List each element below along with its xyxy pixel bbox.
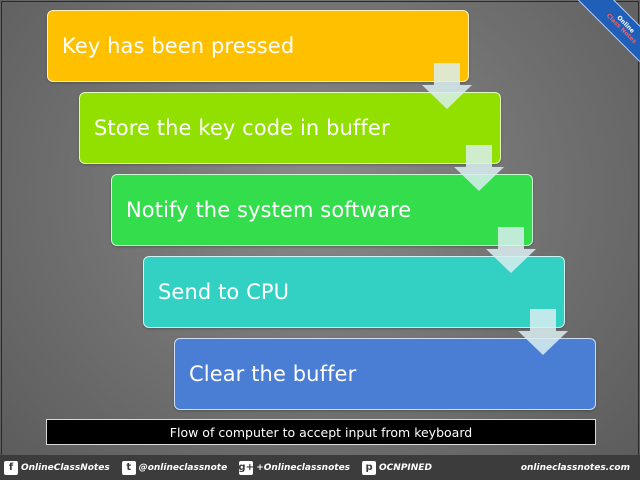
step-send-to-cpu: Send to CPU bbox=[143, 256, 565, 328]
down-arrow-icon bbox=[454, 145, 504, 191]
down-arrow-icon bbox=[486, 227, 536, 273]
step-label: Notify the system software bbox=[126, 198, 412, 222]
site-link[interactable]: onlineclassnotes.com bbox=[521, 455, 630, 480]
step-key-pressed: Key has been pressed bbox=[47, 10, 469, 82]
social-pinterest[interactable]: p OCNPINED bbox=[362, 460, 432, 475]
caption-text: Flow of computer to accept input from ke… bbox=[169, 424, 473, 440]
step-clear-buffer: Clear the buffer bbox=[174, 338, 596, 410]
social-label: @onlineclassnote bbox=[138, 462, 228, 473]
social-label: OnlineClassNotes bbox=[21, 462, 110, 473]
diagram-caption: Flow of computer to accept input from ke… bbox=[46, 419, 596, 445]
twitter-icon: t bbox=[121, 460, 136, 475]
step-label: Store the key code in buffer bbox=[94, 116, 390, 140]
down-arrow-icon bbox=[422, 63, 472, 109]
step-label: Key has been pressed bbox=[62, 34, 295, 58]
facebook-icon: f bbox=[4, 460, 18, 475]
social-facebook[interactable]: f OnlineClassNotes bbox=[4, 460, 110, 475]
social-google-plus[interactable]: g+ +Onlineclassnotes bbox=[238, 460, 351, 475]
step-notify-system: Notify the system software bbox=[111, 174, 533, 246]
pinterest-icon: p bbox=[362, 460, 377, 475]
corner-badge: Online Class Notes bbox=[574, 0, 640, 66]
social-twitter[interactable]: t @onlineclassnote bbox=[121, 460, 228, 475]
step-label: Send to CPU bbox=[158, 280, 290, 304]
site-url: onlineclassnotes.com bbox=[520, 462, 630, 473]
footer-bar: f OnlineClassNotes t @onlineclassnote g+… bbox=[0, 455, 640, 480]
step-store-key-code: Store the key code in buffer bbox=[79, 92, 501, 164]
social-label: OCNPINED bbox=[379, 462, 432, 473]
down-arrow-icon bbox=[518, 309, 568, 355]
corner-badge-band: Online Class Notes bbox=[574, 0, 640, 66]
step-label: Clear the buffer bbox=[189, 362, 357, 386]
google-plus-icon: g+ bbox=[238, 460, 254, 475]
social-label: +Onlineclassnotes bbox=[256, 462, 351, 473]
